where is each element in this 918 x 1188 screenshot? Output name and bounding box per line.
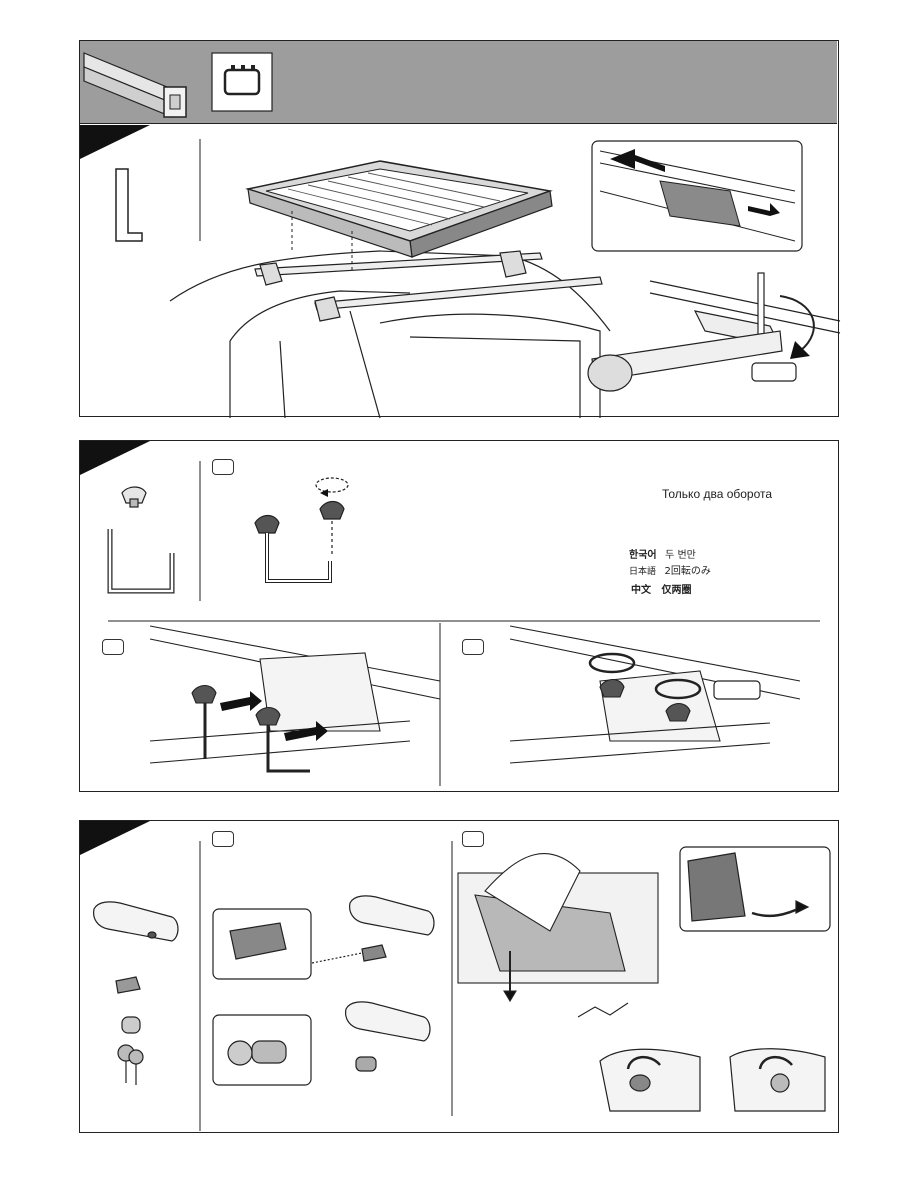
lang-text: 두 번만 — [665, 550, 696, 561]
step-corner-marker — [80, 125, 150, 159]
lock-cylinder-icon — [122, 1017, 140, 1033]
lang-text: 仅两圈 — [661, 585, 691, 596]
label-box — [714, 681, 760, 699]
step-1-panel — [79, 40, 839, 417]
knob-icon — [122, 487, 146, 507]
step-3a-box — [212, 831, 234, 847]
end-cap-icon — [94, 902, 178, 941]
lock-turn-details — [600, 1049, 825, 1111]
lang-name: 中文 — [631, 585, 651, 596]
step-3-panel — [79, 820, 839, 1133]
step-2b-box — [102, 639, 124, 655]
lang-name: 한국어 — [629, 550, 657, 561]
u-bolt-assembly — [255, 478, 348, 581]
lang-row-japanese: 日本語 2回転のみ — [629, 561, 711, 579]
u-bolt-icon — [110, 529, 172, 591]
lang-name: 日本語 — [629, 567, 656, 577]
clamp-detail-inset — [592, 141, 802, 251]
allen-key-icon — [116, 169, 142, 241]
cylinder-detail — [213, 1002, 430, 1085]
step-corner-marker — [80, 821, 150, 855]
cap-rotation-detail — [680, 847, 830, 931]
cap-release-scene — [458, 854, 658, 1017]
lock-insert-icon — [116, 977, 140, 993]
clamp-tighten-detail — [588, 273, 840, 391]
insert-detail — [213, 896, 434, 979]
step-2-panel: Только два оборота 한국어 두 번만 日本語 2回転のみ 中文… — [79, 440, 839, 792]
bolt-insertion-scene — [150, 626, 440, 771]
step-1-illustration — [80, 41, 840, 418]
lang-row-chinese: 中文 仅两圈 — [631, 580, 691, 598]
label-box — [752, 363, 796, 381]
step-2a-box — [212, 459, 234, 475]
roof-basket — [248, 161, 552, 257]
bar-profile-icon — [84, 53, 186, 117]
russian-note: Только два оборота — [662, 487, 772, 501]
step-2c-box — [462, 639, 484, 655]
step-corner-marker — [80, 441, 150, 475]
profile-section-icon — [212, 53, 272, 111]
step-3-illustration — [80, 821, 840, 1134]
car-drawing — [170, 251, 610, 418]
step-3b-box — [462, 831, 484, 847]
lang-text: 2回転のみ — [664, 566, 710, 577]
